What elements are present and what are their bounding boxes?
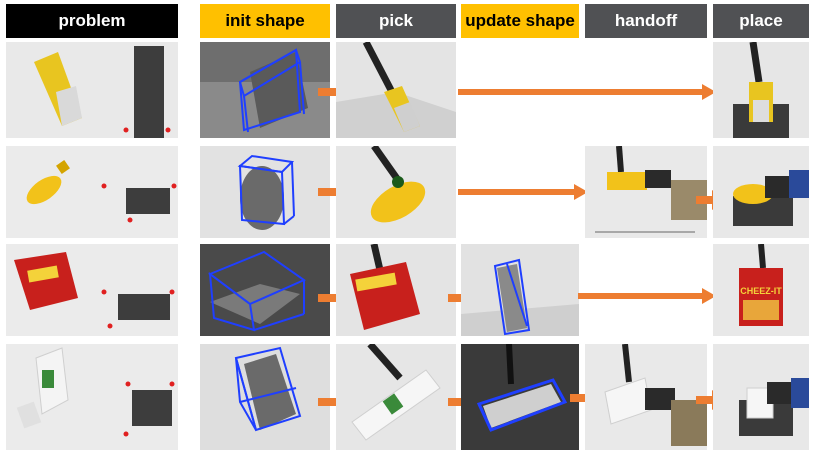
cheez-it-label: CHEEZ-IT (740, 286, 782, 296)
column-divider (182, 0, 196, 458)
pick-image-row2 (336, 146, 456, 238)
place-image-row2 (713, 146, 809, 238)
problem-image-row2 (6, 146, 178, 238)
header-pick: pick (336, 4, 456, 38)
update-shape-image-row3 (461, 244, 579, 336)
init-shape-image-row2 (200, 146, 330, 238)
place-image-row1 (713, 42, 809, 138)
handoff-image-row4 (585, 344, 707, 450)
arrow-row1-2 (458, 84, 716, 100)
init-shape-image-row3 (200, 244, 330, 336)
problem-image-row4 (6, 344, 178, 450)
arrow-row3-3 (578, 288, 716, 304)
header-handoff: handoff (585, 4, 707, 38)
problem-image-row3 (6, 244, 178, 336)
header-update-shape: update shape (461, 4, 579, 38)
init-shape-image-row1 (200, 42, 330, 138)
init-shape-image-row4 (200, 344, 330, 450)
place-image-row3: CHEEZ-IT (713, 244, 809, 336)
header-init-shape: init shape (200, 4, 330, 38)
pick-image-row3 (336, 244, 456, 336)
header-place: place (713, 4, 809, 38)
pick-image-row4 (336, 344, 456, 450)
arrow-row2-2 (458, 184, 588, 200)
header-problem: problem (6, 4, 178, 38)
place-image-row4 (713, 344, 809, 450)
handoff-image-row2 (585, 146, 707, 238)
update-shape-image-row4 (461, 344, 579, 450)
problem-image-row1 (6, 42, 178, 138)
pick-image-row1 (336, 42, 456, 138)
